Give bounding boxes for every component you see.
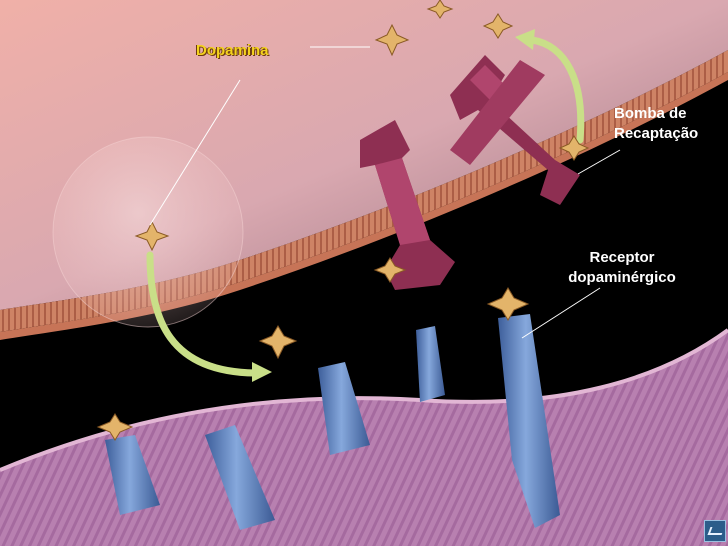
reuptake-pump-label-line1: Bomba de <box>614 104 724 124</box>
release-arrow-head <box>252 362 272 382</box>
publisher-logo-icon <box>704 520 726 542</box>
dopamine-molecule <box>260 326 296 358</box>
pump-leader-line <box>578 150 620 174</box>
receptor-label-line1: Receptor <box>552 248 692 268</box>
receptor-label: Receptor dopaminérgico <box>552 248 692 288</box>
receptor-4 <box>416 326 445 402</box>
receptor-leader-line <box>522 288 600 338</box>
dopamine-label: Dopamina <box>196 41 269 61</box>
receptor-label-line2: dopaminérgico <box>552 268 692 288</box>
reuptake-pump-label: Bomba de Recaptação <box>614 104 724 144</box>
reuptake-pump-label-line2: Recaptação <box>614 124 724 144</box>
